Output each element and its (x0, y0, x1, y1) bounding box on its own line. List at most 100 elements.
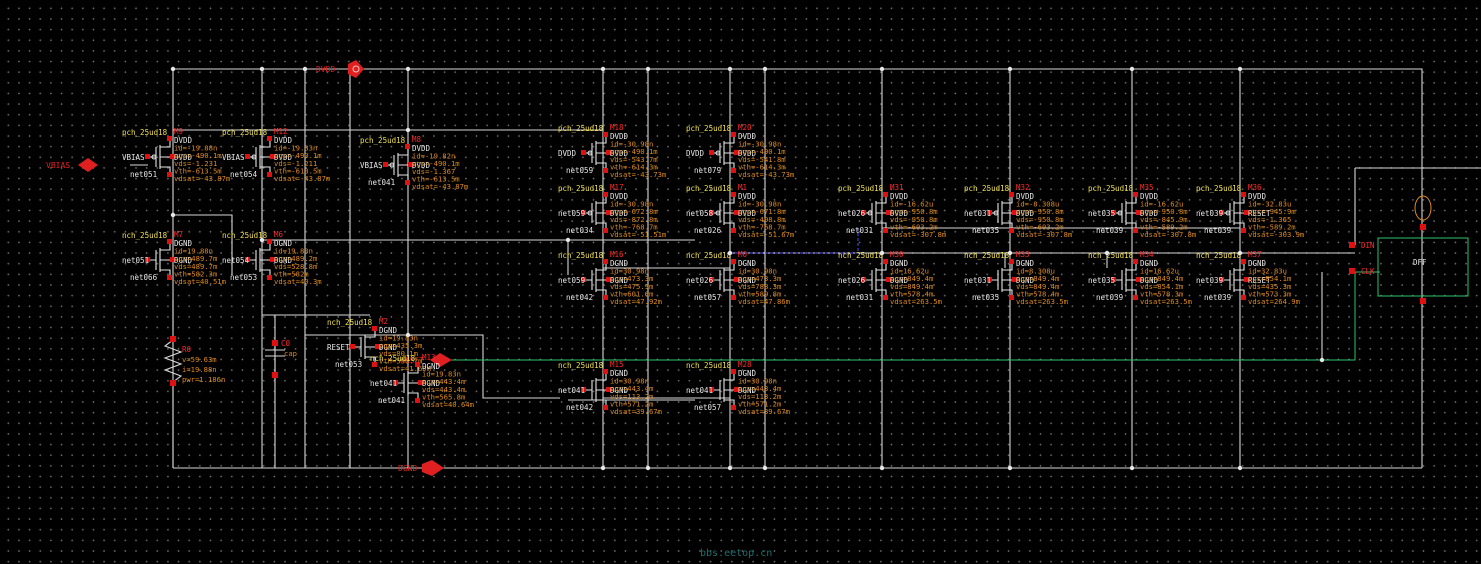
terminal-pin[interactable] (1133, 259, 1138, 264)
terminal-pin[interactable] (270, 257, 275, 262)
terminal-pin[interactable] (383, 162, 388, 167)
terminal-pin[interactable] (731, 168, 736, 173)
dff-clk-pin[interactable] (1349, 268, 1355, 274)
terminal-pin[interactable] (1133, 192, 1138, 197)
terminal-pin[interactable] (405, 180, 410, 185)
terminal-pin[interactable] (270, 154, 275, 159)
dff-din-pin[interactable] (1349, 242, 1355, 248)
terminal-pin[interactable] (603, 295, 608, 300)
terminal-pin[interactable] (1133, 295, 1138, 300)
reset-net[interactable] (440, 271, 1380, 361)
terminal-pin[interactable] (606, 387, 611, 392)
dvdd-pin[interactable]: DVDD (316, 60, 364, 78)
terminal-pin[interactable] (731, 259, 736, 264)
terminal-pin[interactable] (606, 210, 611, 215)
terminal-pin[interactable] (1111, 210, 1116, 215)
terminal-pin[interactable] (886, 210, 891, 215)
terminal-pin[interactable] (1241, 259, 1246, 264)
dvdd-rail[interactable] (172, 68, 1423, 468)
terminal-pin[interactable] (883, 228, 888, 233)
vbias-pin[interactable]: VBIAS (46, 158, 98, 172)
terminal-pin[interactable] (393, 380, 398, 385)
terminal-pin[interactable] (734, 277, 739, 282)
terminal-pin[interactable] (734, 150, 739, 155)
terminal-pin[interactable] (415, 362, 420, 367)
terminal-pin[interactable] (167, 172, 172, 177)
terminal-pin[interactable] (731, 369, 736, 374)
terminal-pin[interactable] (709, 150, 714, 155)
terminal-pin[interactable] (886, 277, 891, 282)
terminal-pin[interactable] (372, 326, 377, 331)
terminal-pin[interactable] (709, 387, 714, 392)
terminal-pin[interactable] (987, 210, 992, 215)
terminal-pin[interactable] (734, 210, 739, 215)
terminal-pin[interactable] (731, 132, 736, 137)
terminal-pin[interactable] (418, 380, 423, 385)
terminal-pin[interactable] (603, 168, 608, 173)
dff-block[interactable]: DFF DIN CLK (1349, 195, 1469, 304)
terminal-pin[interactable] (581, 150, 586, 155)
terminal-pin[interactable] (861, 210, 866, 215)
terminal-pin[interactable] (1241, 295, 1246, 300)
terminal-pin[interactable] (581, 387, 586, 392)
terminal-pin[interactable] (1009, 192, 1014, 197)
terminal-pin[interactable] (1244, 277, 1249, 282)
terminal-pin[interactable] (1111, 277, 1116, 282)
terminal-pin[interactable] (1009, 228, 1014, 233)
terminal-pin[interactable] (883, 259, 888, 264)
terminal-pin[interactable] (731, 405, 736, 410)
terminal-pin[interactable] (1219, 277, 1224, 282)
terminal-pin[interactable] (1009, 295, 1014, 300)
terminal-pin[interactable] (987, 277, 992, 282)
terminal-pin[interactable] (350, 344, 355, 349)
terminal-pin[interactable] (167, 275, 172, 280)
terminal-pin[interactable] (1136, 277, 1141, 282)
terminal-pin[interactable] (603, 259, 608, 264)
terminal-pin[interactable] (1012, 277, 1017, 282)
terminal-pin[interactable] (709, 210, 714, 215)
terminal-pin[interactable] (883, 192, 888, 197)
highlighted-net[interactable] (730, 228, 859, 254)
terminal-pin[interactable] (603, 369, 608, 374)
terminal-pin[interactable] (167, 239, 172, 244)
terminal-pin[interactable] (606, 277, 611, 282)
terminal-pin[interactable] (245, 154, 250, 159)
terminal-pin[interactable] (1241, 228, 1246, 233)
terminal-pin[interactable] (245, 257, 250, 262)
terminal-pin[interactable] (731, 295, 736, 300)
terminal-pin[interactable] (145, 154, 150, 159)
terminal-pin[interactable] (734, 387, 739, 392)
dgnd-pin[interactable]: DGND (398, 460, 444, 476)
terminal-pin[interactable] (1012, 210, 1017, 215)
terminal-pin[interactable] (1136, 210, 1141, 215)
terminal-pin[interactable] (170, 154, 175, 159)
terminal-pin[interactable] (267, 172, 272, 177)
terminal-pin[interactable] (372, 362, 377, 367)
capacitor-c0[interactable]: C0 cap (265, 315, 297, 380)
terminal-pin[interactable] (1244, 210, 1249, 215)
terminal-pin[interactable] (581, 277, 586, 282)
terminal-pin[interactable] (603, 132, 608, 137)
terminal-pin[interactable] (603, 228, 608, 233)
terminal-pin[interactable] (606, 150, 611, 155)
terminal-pin[interactable] (709, 277, 714, 282)
terminal-pin[interactable] (145, 257, 150, 262)
terminal-pin[interactable] (167, 136, 172, 141)
terminal-pin[interactable] (581, 210, 586, 215)
